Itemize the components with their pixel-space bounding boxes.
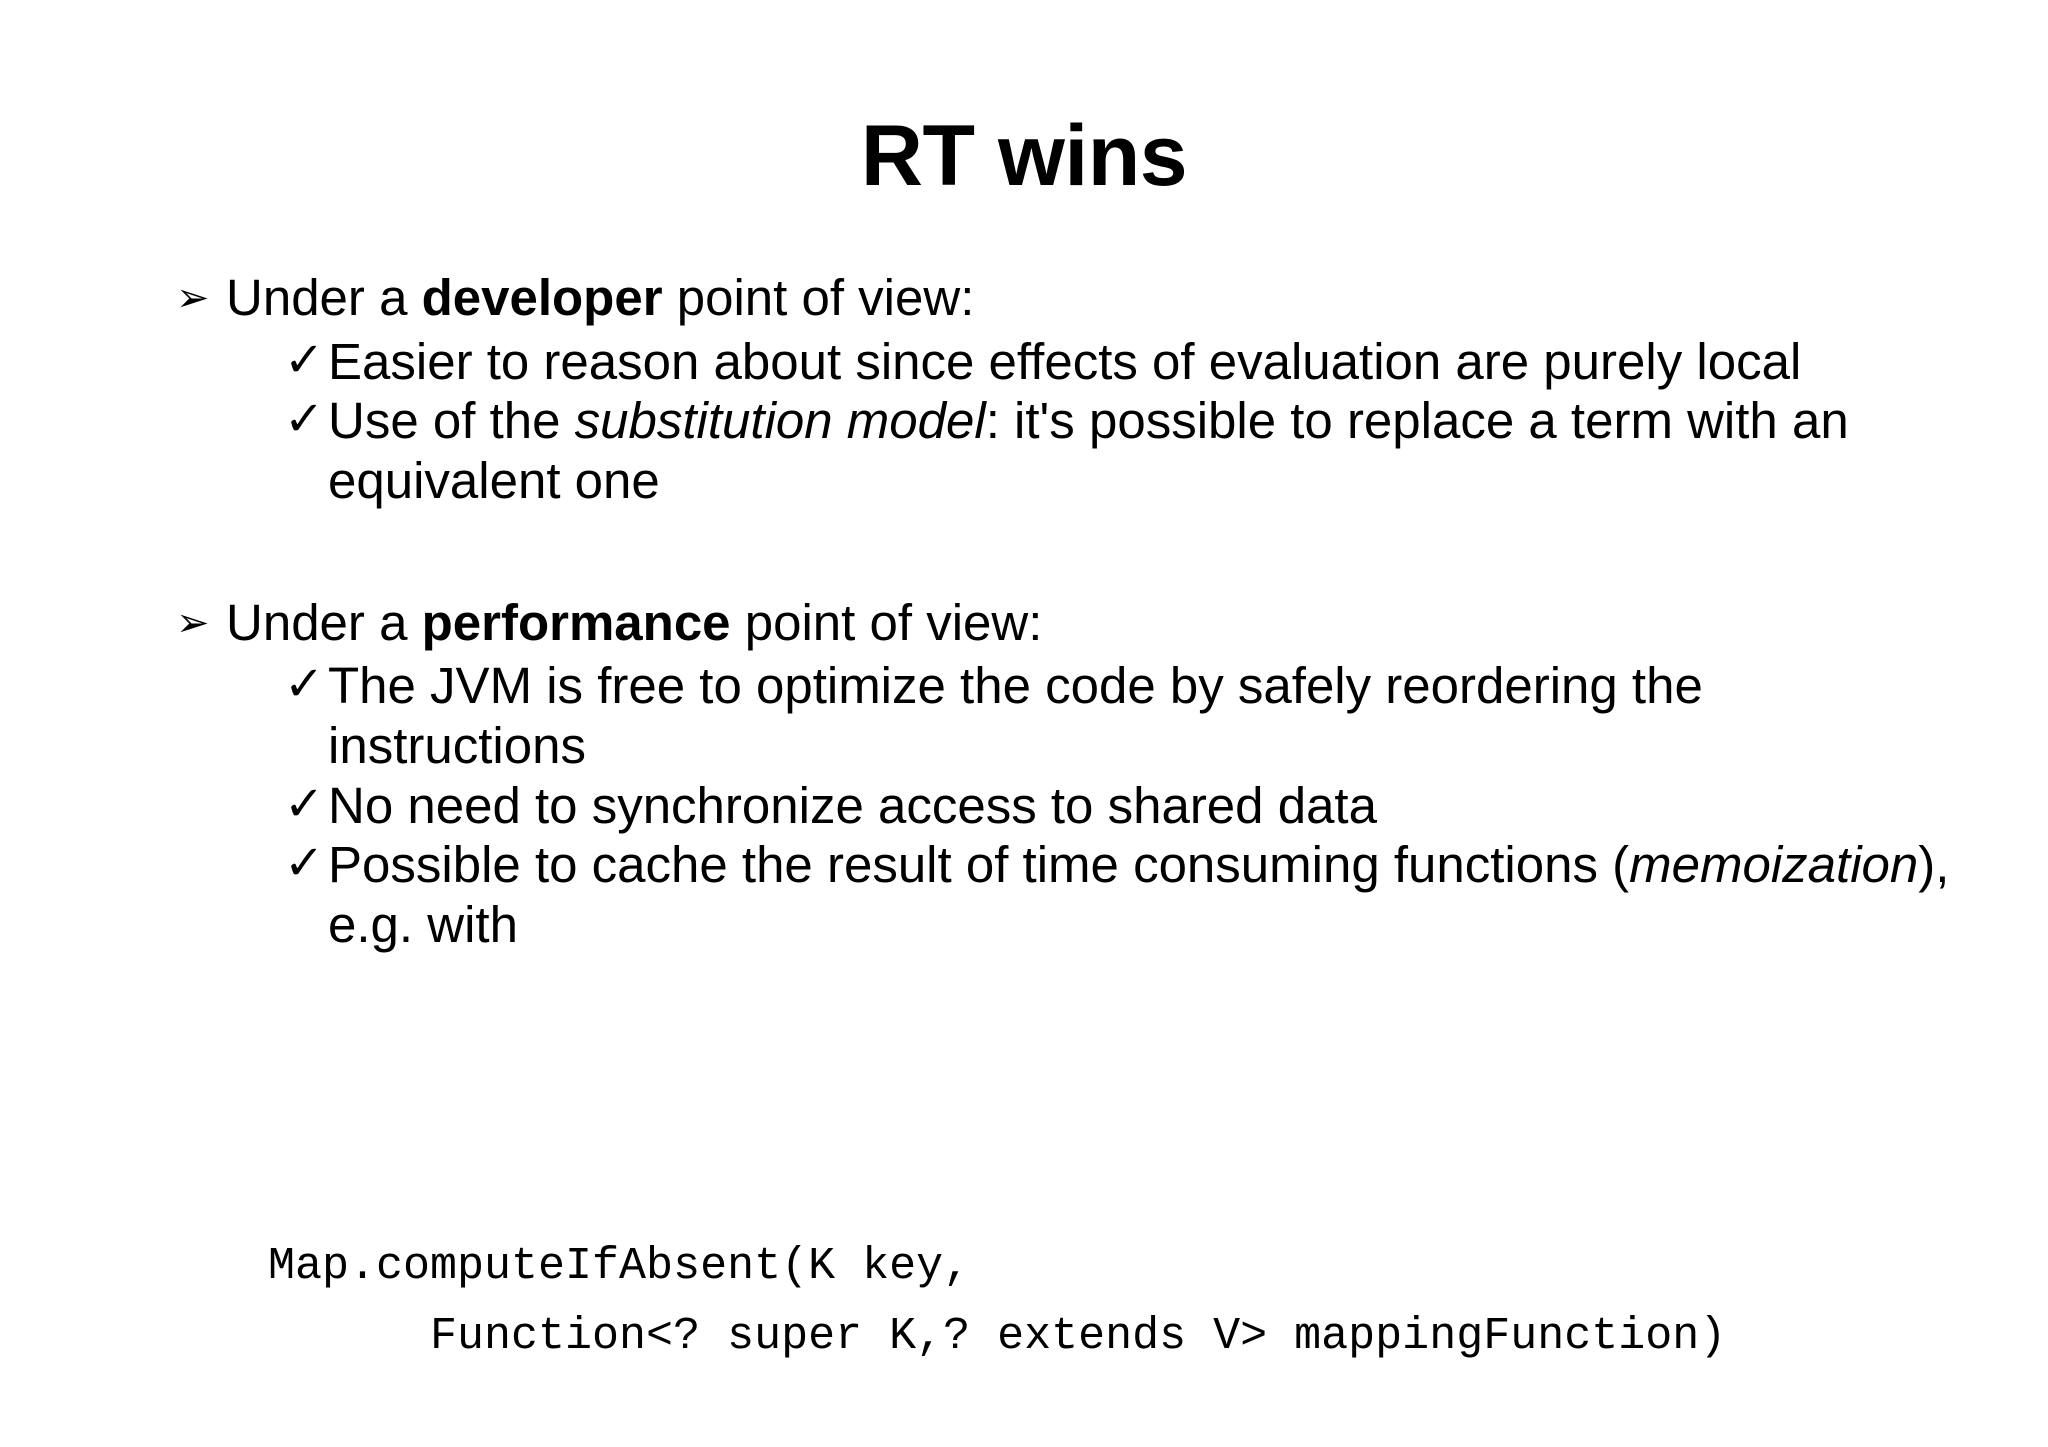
slide-body: ➢ Under a developer point of view: ✓ Eas… — [176, 268, 1976, 955]
bullet-developer-emphasis: developer — [421, 269, 663, 326]
list-item-label: No need to synchronize access to shared … — [328, 776, 1377, 834]
list-item: ✓ No need to synchronize access to share… — [284, 776, 1976, 836]
check-bullet-icon: ✓ — [284, 837, 325, 891]
section-spacer — [176, 511, 1976, 593]
bullet-performance-prefix: Under a — [226, 593, 422, 651]
page-title: RT wins — [860, 107, 1188, 204]
list-item-suffix: : it's possible to replace a term with a… — [328, 392, 1849, 509]
arrowhead-bullet-icon: ➢ — [176, 600, 210, 645]
code-line-2: Function<? super K,? extends V> mappingF… — [268, 1310, 1727, 1362]
bullet-performance-emphasis: performance — [421, 593, 731, 651]
bullet-developer-suffix: point of view: — [662, 269, 975, 326]
bullet-developer-prefix: Under a — [226, 269, 422, 326]
list-item-prefix: Possible to cache the result of time con… — [328, 836, 1630, 894]
bullet-developer: ➢ Under a developer point of view: — [176, 268, 1976, 328]
bullet-developer-label: Under a developer point of view: — [224, 268, 1976, 328]
list-item-label: Use of the substitution model: it's poss… — [328, 391, 1968, 510]
list-item: ✓ Easier to reason about since effects o… — [284, 332, 1976, 392]
check-bullet-icon: ✓ — [284, 393, 325, 447]
bullet-performance: ➢ Under a performance point of view: — [176, 593, 1976, 653]
bullet-performance-suffix: point of view: — [730, 593, 1043, 651]
arrowhead-bullet-icon: ➢ — [176, 276, 210, 320]
list-item-italic: substitution model — [574, 392, 986, 450]
code-snippet: Map.computeIfAbsent(K key, Function<? su… — [268, 1232, 1726, 1372]
list-item: ✓ Possible to cache the result of time c… — [284, 835, 1976, 954]
list-item-prefix: Use of the — [328, 392, 575, 450]
list-item: ✓ The JVM is free to optimize the code b… — [284, 656, 1976, 775]
check-bullet-icon: ✓ — [284, 333, 325, 387]
list-item-label: Possible to cache the result of time con… — [328, 835, 1968, 954]
list-item-suffix: ), e.g. with — [328, 836, 1950, 953]
list-item-label: The JVM is free to optimize the code by … — [328, 657, 1703, 774]
developer-sublist: ✓ Easier to reason about since effects o… — [176, 332, 1976, 511]
bullet-performance-label: Under a performance point of view: — [224, 593, 1976, 653]
code-line-1: Map.computeIfAbsent(K key, — [268, 1241, 971, 1292]
check-bullet-icon: ✓ — [284, 658, 325, 712]
list-item: ✓ Use of the substitution model: it's po… — [284, 391, 1976, 510]
list-item-label: Easier to reason about since effects of … — [328, 332, 1802, 390]
check-bullet-icon: ✓ — [284, 777, 325, 831]
performance-sublist: ✓ The JVM is free to optimize the code b… — [176, 656, 1976, 954]
list-item-italic: memoization — [1629, 836, 1919, 894]
